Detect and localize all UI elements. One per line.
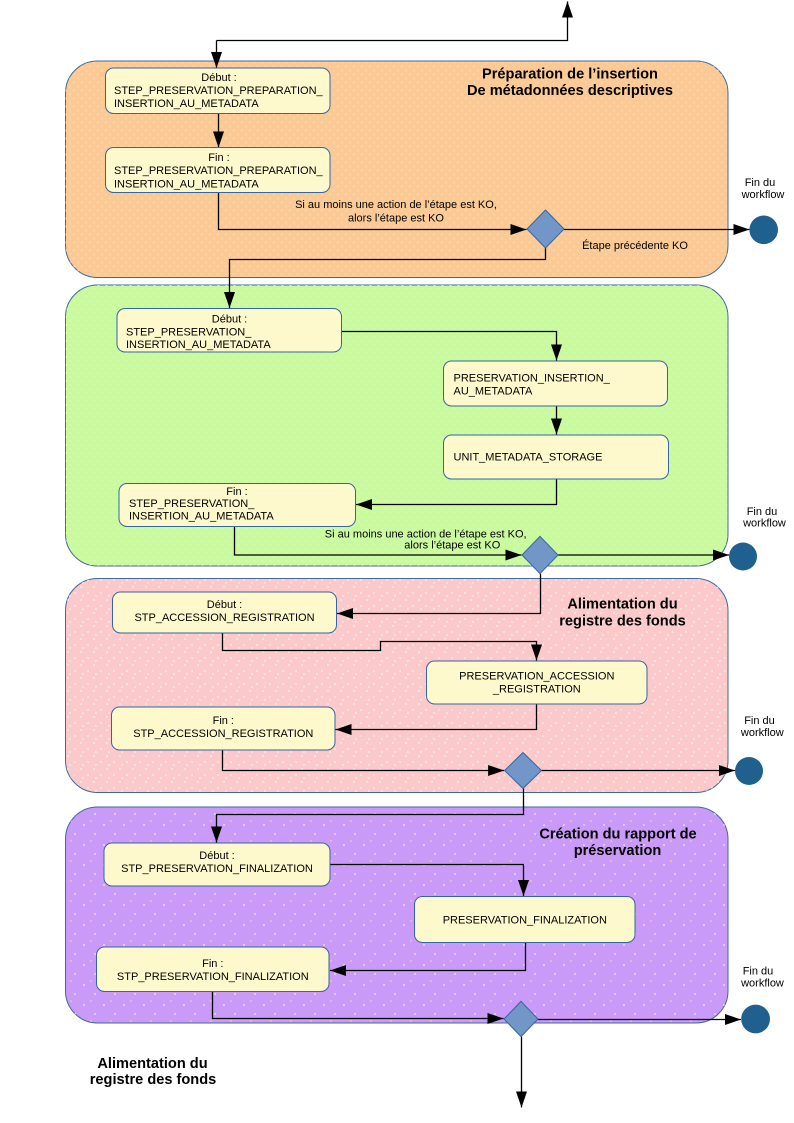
svg-text:STEP_PRESERVATION_: STEP_PRESERVATION_ xyxy=(126,327,252,339)
svg-text:registre des fonds: registre des fonds xyxy=(559,614,686,630)
svg-text:Fin du: Fin du xyxy=(743,966,774,978)
svg-text:Fin du: Fin du xyxy=(744,715,775,727)
svg-text:registre des fonds: registre des fonds xyxy=(90,1072,217,1088)
svg-text:STP_ACCESSION_REGISTRATION: STP_ACCESSION_REGISTRATION xyxy=(134,612,314,624)
svg-text:Début :: Début : xyxy=(201,72,236,84)
svg-text:Préparation de l’insertion: Préparation de l’insertion xyxy=(482,67,658,83)
svg-text:Début :: Début : xyxy=(212,313,247,325)
svg-text:De métadonnées descriptives: De métadonnées descriptives xyxy=(467,83,673,99)
svg-text:UNIT_METADATA_STORAGE: UNIT_METADATA_STORAGE xyxy=(454,451,603,463)
svg-text:Fin :: Fin : xyxy=(208,152,229,164)
svg-text:STP_PRESERVATION_FINALIZATION: STP_PRESERVATION_FINALIZATION xyxy=(121,863,313,875)
svg-text:STP_ACCESSION_REGISTRATION: STP_ACCESSION_REGISTRATION xyxy=(133,728,313,740)
svg-text:STEP_PRESERVATION_PREPARATION_: STEP_PRESERVATION_PREPARATION_ xyxy=(114,85,324,97)
svg-text:Fin du: Fin du xyxy=(747,506,778,518)
svg-text:Fin du: Fin du xyxy=(745,177,776,189)
svg-text:_REGISTRATION: _REGISTRATION xyxy=(492,684,581,696)
svg-text:Fin :: Fin : xyxy=(202,958,223,970)
svg-text:Fin :: Fin : xyxy=(213,715,234,727)
svg-text:PRESERVATION_FINALIZATION: PRESERVATION_FINALIZATION xyxy=(443,914,607,926)
svg-text:STP_PRESERVATION_FINALIZATION: STP_PRESERVATION_FINALIZATION xyxy=(117,971,309,983)
svg-text:alors l’étape est KO: alors l’étape est KO xyxy=(348,212,444,224)
svg-text:Si au moins une action de l’ét: Si au moins une action de l’étape est KO… xyxy=(325,529,527,541)
svg-text:workflow: workflow xyxy=(740,727,784,739)
svg-text:PRESERVATION_ACCESSION: PRESERVATION_ACCESSION xyxy=(459,670,614,682)
svg-text:INSERTION_AU_METADATA: INSERTION_AU_METADATA xyxy=(129,511,274,523)
svg-text:alors l’étape est KO: alors l’étape est KO xyxy=(404,540,500,552)
svg-text:Fin :: Fin : xyxy=(226,486,247,498)
svg-text:STEP_PRESERVATION_: STEP_PRESERVATION_ xyxy=(129,498,255,510)
svg-text:workflow: workflow xyxy=(741,189,785,201)
svg-text:Alimentation du: Alimentation du xyxy=(567,596,677,612)
svg-text:workflow: workflow xyxy=(740,978,784,990)
svg-text:INSERTION_AU_METADATA: INSERTION_AU_METADATA xyxy=(114,178,259,190)
svg-text:AU_METADATA: AU_METADATA xyxy=(454,386,534,398)
svg-text:Alimentation du: Alimentation du xyxy=(97,1056,207,1072)
svg-text:Création du rapport de: Création du rapport de xyxy=(539,827,696,843)
svg-text:workflow: workflow xyxy=(742,518,786,530)
svg-text:préservation: préservation xyxy=(574,843,662,859)
svg-text:Début :: Début : xyxy=(199,850,234,862)
svg-text:INSERTION_AU_METADATA: INSERTION_AU_METADATA xyxy=(126,339,271,351)
svg-text:INSERTION_AU_METADATA: INSERTION_AU_METADATA xyxy=(114,98,259,110)
svg-text:Si au moins une action de l’ét: Si au moins une action de l’étape est KO… xyxy=(295,199,497,211)
svg-text:STEP_PRESERVATION_PREPARATION_: STEP_PRESERVATION_PREPARATION_ xyxy=(114,165,324,177)
svg-text:Étape précédente KO: Étape précédente KO xyxy=(582,239,688,252)
svg-text:Début :: Début : xyxy=(207,599,242,611)
svg-text:PRESERVATION_INSERTION_: PRESERVATION_INSERTION_ xyxy=(454,372,611,384)
